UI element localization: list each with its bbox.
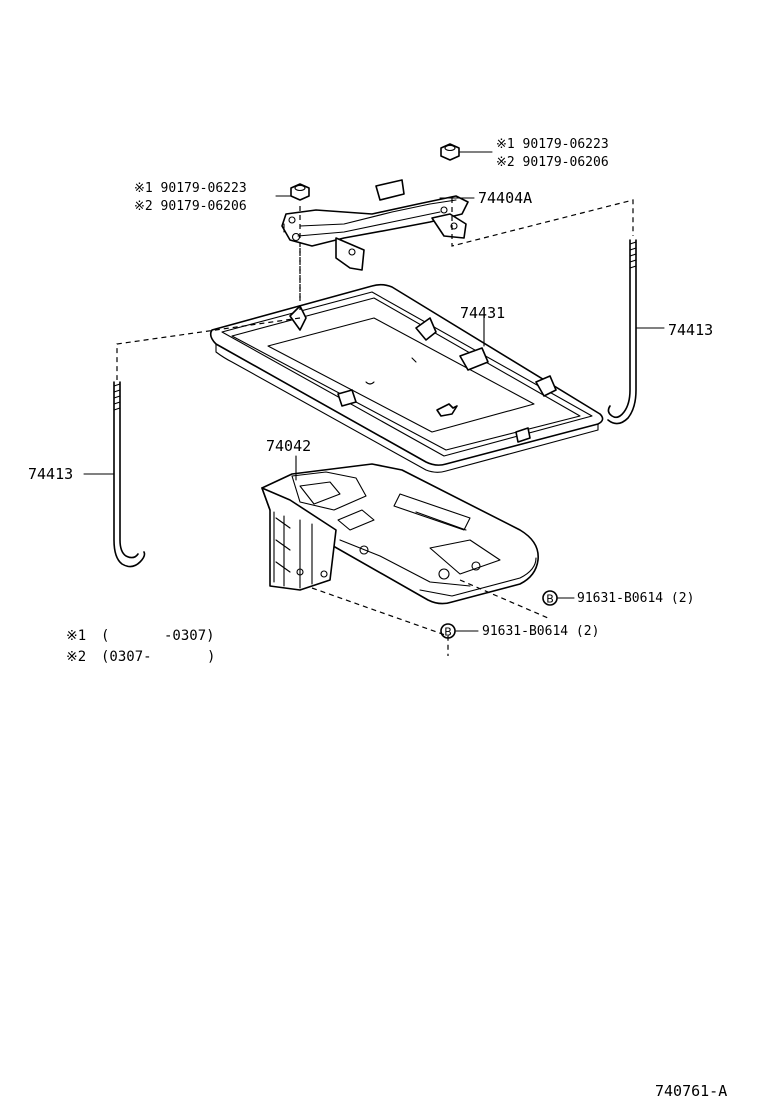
- battery-tray: [209, 283, 604, 473]
- rod-right-part-number: 74413: [668, 321, 713, 339]
- note-2-value: (0307-: [101, 649, 152, 665]
- carrier-part-number: 74042: [266, 437, 311, 455]
- svg-text:B: B: [444, 626, 452, 639]
- applicability-notes: ※1 ( -0307) ※2 (0307- ): [66, 628, 215, 665]
- nut-right-part-number-1: ※1 90179-06223: [496, 137, 609, 152]
- figure-id: 740761-A: [655, 1082, 727, 1100]
- note-1-paren: (: [101, 628, 109, 644]
- note-1-value: -0307): [164, 628, 215, 644]
- nut-icon: [290, 183, 310, 201]
- bolt-left-part-number: 91631-B0614 (2): [482, 624, 599, 639]
- nut-right-part-number-2: ※2 90179-06206: [496, 155, 609, 170]
- leader-lines: [83, 151, 665, 632]
- clamp-part-number: 74404A: [478, 189, 532, 207]
- hold-down-rod-left: [113, 381, 146, 568]
- bolt-right-part-number: 91631-B0614 (2): [577, 591, 694, 606]
- note-2-paren: ): [207, 649, 215, 665]
- rod-left-part-number: 74413: [28, 465, 73, 483]
- nut-left-part-number-2: ※2 90179-06206: [134, 199, 247, 214]
- note-2-mark: ※2: [66, 649, 86, 665]
- hold-down-rod-right: [607, 239, 637, 425]
- note-1-mark: ※1: [66, 628, 86, 644]
- bolt-symbol-icon: B: [440, 623, 456, 639]
- tray-part-number: 74431: [460, 304, 505, 322]
- guide-lines: [116, 198, 634, 656]
- svg-text:B: B: [546, 593, 554, 606]
- hold-down-clamp: [281, 179, 469, 271]
- nut-icon: [440, 143, 460, 161]
- battery-carrier: [261, 463, 539, 605]
- nut-left-part-number-1: ※1 90179-06223: [134, 181, 247, 196]
- bolt-symbol-icon: B: [542, 590, 558, 606]
